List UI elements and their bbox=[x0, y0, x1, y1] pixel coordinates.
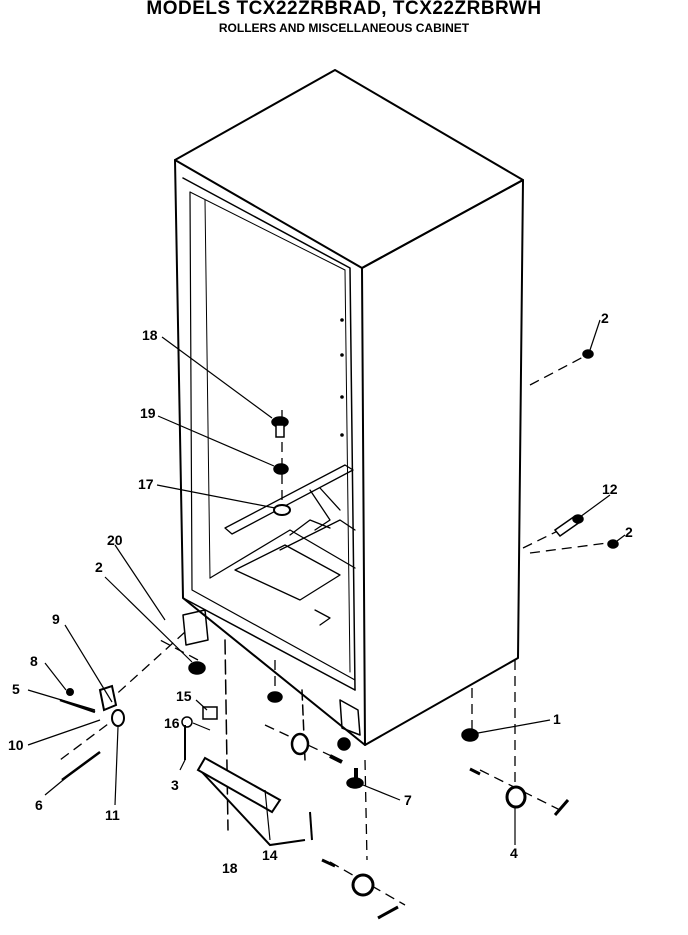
callout-19: 19 bbox=[140, 405, 156, 421]
fitting-part-16 bbox=[181, 716, 193, 728]
leveler-part-7 bbox=[346, 768, 364, 789]
screw-part-2-left bbox=[188, 661, 206, 675]
leveler-screw-front bbox=[329, 754, 343, 764]
callout-14: 14 bbox=[262, 847, 278, 863]
callout-2-left: 2 bbox=[95, 559, 103, 575]
roller-front-center bbox=[337, 737, 351, 751]
base-front bbox=[182, 609, 361, 831]
callout-1: 1 bbox=[553, 711, 561, 727]
leveler-part-1 bbox=[461, 728, 479, 742]
pin-part-12 bbox=[553, 514, 584, 538]
diagram-title: MODELS TCX22ZRBRAD, TCX22ZRBRWH bbox=[146, 0, 542, 19]
divider-rail bbox=[224, 464, 354, 535]
callout-2-right: 2 bbox=[625, 524, 633, 540]
callout-10: 10 bbox=[8, 737, 24, 753]
callout-16: 16 bbox=[164, 715, 180, 731]
callout-9: 9 bbox=[52, 611, 60, 627]
callout-5: 5 bbox=[12, 681, 20, 697]
callout-12: 12 bbox=[602, 481, 618, 497]
leveler-part-18-top bbox=[271, 416, 289, 438]
roller-part-4 bbox=[469, 767, 570, 816]
roller-front-right bbox=[290, 732, 310, 756]
callout-11: 11 bbox=[105, 807, 120, 823]
cabinet-floor bbox=[209, 519, 356, 626]
bracket-part-17 bbox=[273, 504, 291, 516]
callout-3: 3 bbox=[171, 777, 179, 793]
washer-part-19 bbox=[273, 463, 289, 475]
interior-holes bbox=[340, 318, 344, 437]
callout-20: 20 bbox=[107, 532, 123, 548]
callout-7: 7 bbox=[404, 792, 412, 808]
callout-18-lower: 18 bbox=[222, 860, 238, 876]
cabinet-body bbox=[174, 69, 524, 746]
roller-bottom bbox=[321, 858, 399, 920]
callout-4: 4 bbox=[510, 845, 518, 861]
callout-6: 6 bbox=[35, 797, 43, 813]
center-leveler bbox=[267, 691, 283, 703]
hinge-assembly bbox=[59, 684, 125, 782]
callout-18-upper: 18 bbox=[142, 327, 158, 343]
callout-15: 15 bbox=[176, 688, 192, 704]
diagram-subtitle: ROLLERS AND MISCELLANEOUS CABINET bbox=[218, 21, 470, 35]
callout-17: 17 bbox=[138, 476, 154, 492]
drain-tube-part-14 bbox=[184, 725, 313, 847]
callout-2-upper: 2 bbox=[601, 310, 609, 326]
callout-8: 8 bbox=[30, 653, 38, 669]
screw-part-2-upper bbox=[582, 349, 594, 359]
